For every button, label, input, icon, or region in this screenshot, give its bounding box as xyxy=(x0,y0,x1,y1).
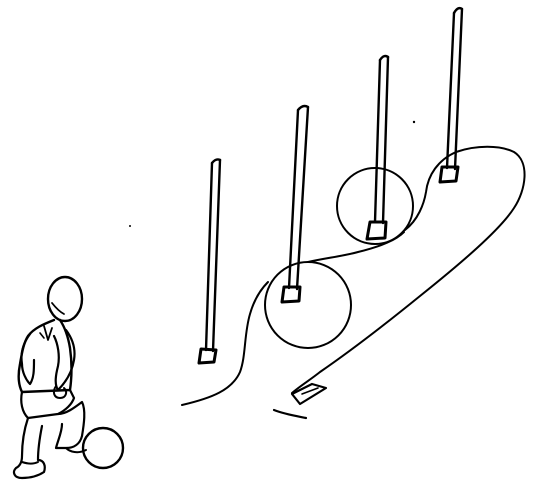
arrow-head xyxy=(290,382,328,406)
path-around-pole-4 xyxy=(291,145,526,394)
slalom-poles xyxy=(197,6,464,365)
soccer-ball xyxy=(81,426,125,470)
slalom-pole-2 xyxy=(280,104,310,304)
slalom-pole-4 xyxy=(438,6,464,184)
loop-around-pole-2 xyxy=(264,261,352,349)
dribbling-slalom-path xyxy=(181,145,526,406)
player-arm xyxy=(52,328,76,392)
child-player-figure xyxy=(12,275,87,480)
slalom-pole-1 xyxy=(197,158,222,365)
player-head xyxy=(46,275,84,323)
path-entry-curve xyxy=(181,281,269,406)
path-connector-upper xyxy=(307,231,405,263)
loop-around-pole-3 xyxy=(336,167,414,245)
ink-speck xyxy=(129,225,131,227)
finish-line-mark xyxy=(272,408,308,420)
player-kicking-leg xyxy=(54,400,86,450)
slalom-pole-3 xyxy=(365,54,390,241)
direction-arrow xyxy=(290,382,328,406)
ink-speck xyxy=(412,120,416,124)
player-standing-leg xyxy=(12,416,46,480)
